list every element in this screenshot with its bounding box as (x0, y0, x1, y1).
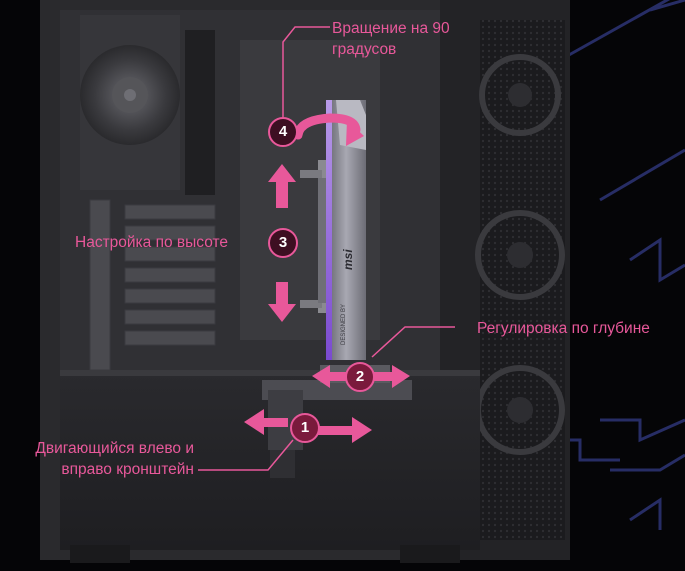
rotation-arrow-icon (293, 113, 364, 146)
height-label: Настройка по высоте (75, 234, 229, 251)
gpu-brand-text: msi (341, 249, 355, 270)
badge-lateral: 1 (290, 413, 320, 443)
lateral-arrows-icon (244, 409, 372, 443)
height-arrows-icon (268, 164, 296, 322)
rotation-label: Вращение на 90 градусов (332, 18, 450, 60)
rotation-label-line2: градусов (332, 41, 397, 58)
badge-height: 3 (268, 228, 298, 258)
badge-depth: 2 (345, 362, 375, 392)
rotation-label-line1: Вращение на 90 (332, 20, 450, 37)
lateral-label: Двигающийся влево и вправо кронштейн (6, 438, 194, 480)
badge-rotation: 4 (268, 117, 298, 147)
lateral-label-line1: Двигающийся влево и (35, 440, 194, 457)
decorative-lines (559, 0, 685, 530)
lateral-label-line2: вправо кронштейн (61, 461, 194, 478)
depth-label: Регулировка по глубине (477, 320, 650, 337)
gpu-designed-by-text: DESIGNED BY (341, 304, 347, 345)
annotation-lines (198, 26, 455, 471)
